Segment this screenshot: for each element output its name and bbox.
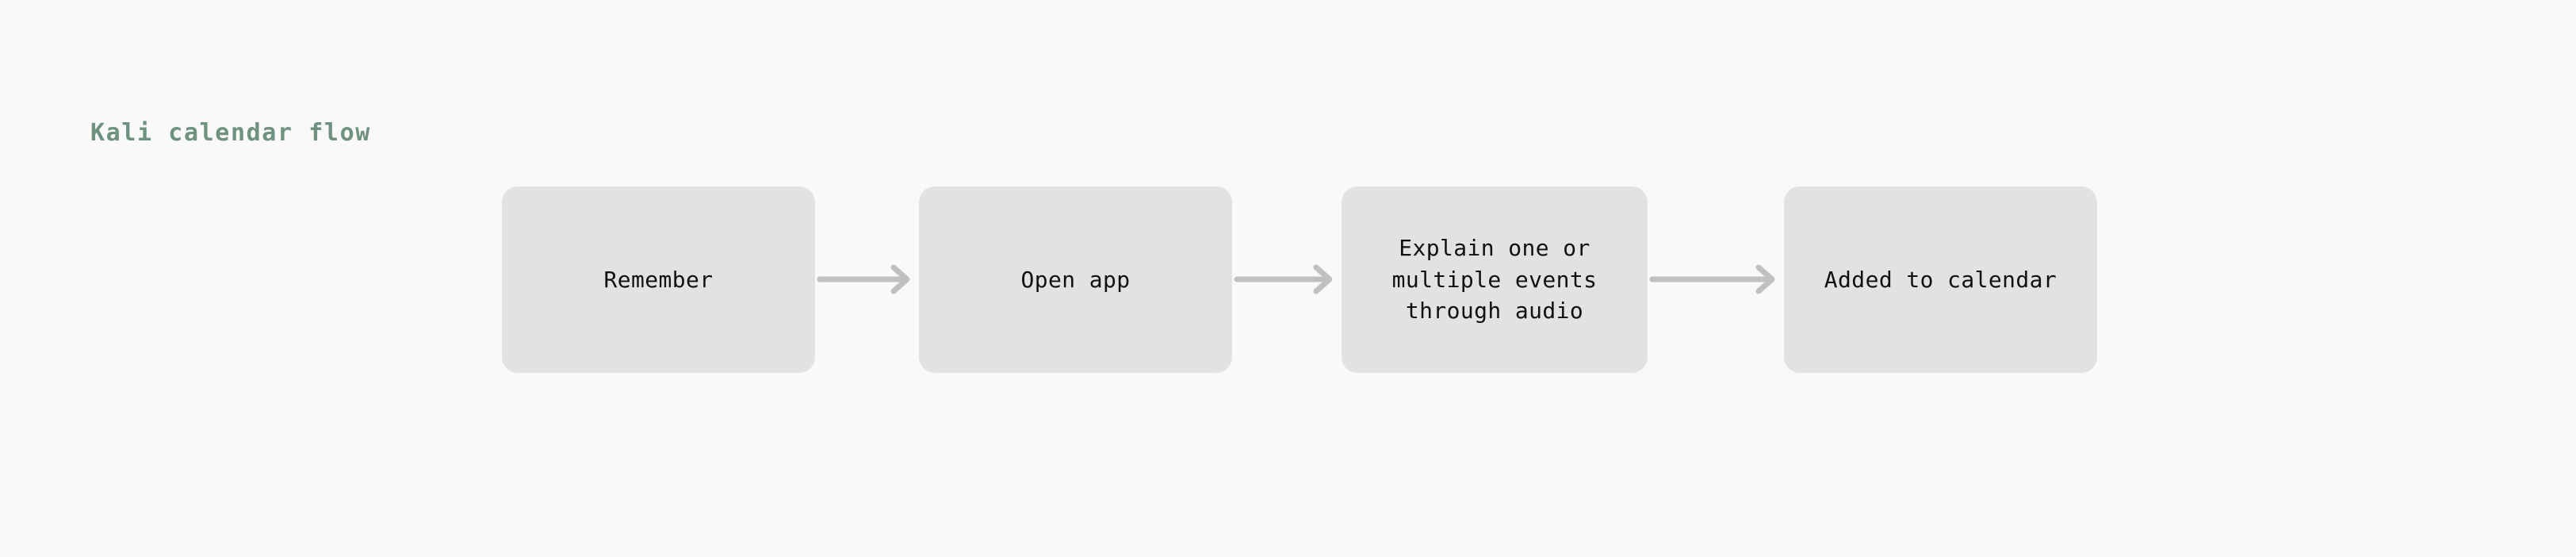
flow-arrow-explain-events-to-added-to-calendar [1649, 264, 1782, 294]
flow-node-explain-events[interactable]: Explain one or multiple events through a… [1342, 186, 1648, 373]
flow-node-remember[interactable]: Remember [502, 186, 815, 373]
flow-node-open-app[interactable]: Open app [919, 186, 1232, 373]
flow-node-label: Open app [1020, 266, 1131, 293]
flow-arrow-open-app-to-explain-events [1234, 264, 1339, 294]
flow-arrow-remember-to-open-app [817, 264, 917, 294]
flow-node-added-to-calendar[interactable]: Added to calendar [1784, 186, 2097, 373]
page-title: Kali calendar flow [90, 119, 371, 147]
flow-node-label: Remember [603, 266, 714, 293]
flow-node-label: Added to calendar [1824, 266, 2057, 293]
flow-node-label: Explain one or multiple events through a… [1391, 234, 1598, 325]
